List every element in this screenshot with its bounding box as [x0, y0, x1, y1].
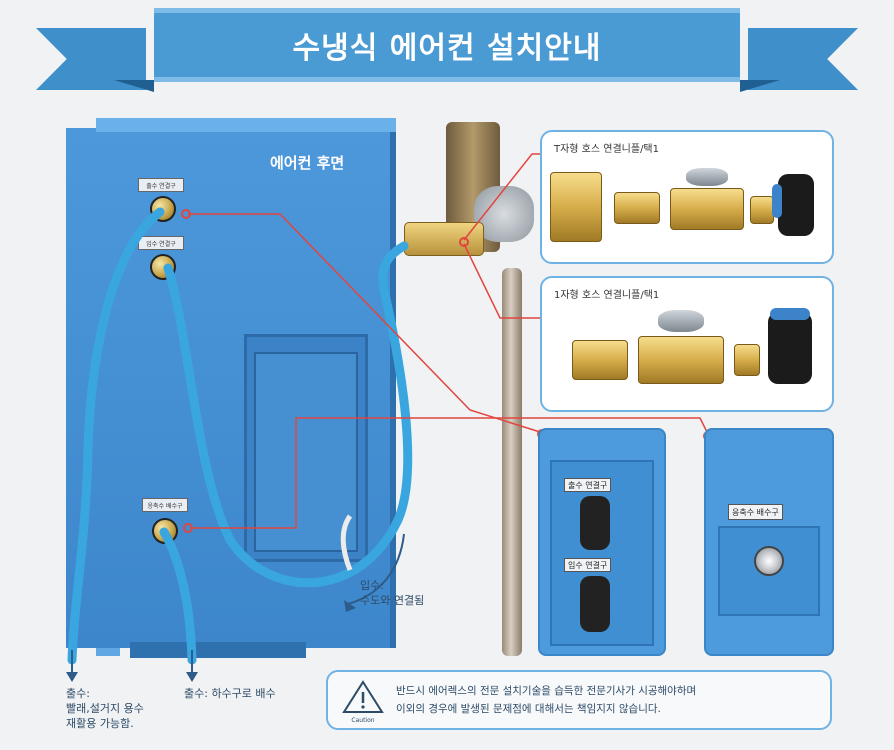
left-outlet-title: 출수: [66, 687, 90, 700]
leader-outlet-port [188, 213, 541, 433]
drain-outlet-caption: 출수: 하수구로 배수 [184, 687, 276, 700]
leader-dot-outlet [181, 209, 191, 219]
inlet-caption-body: 수도와 연결됨 [360, 594, 425, 607]
threaded-adapter-icon [750, 196, 774, 224]
outlet-elbow-icon [580, 496, 610, 550]
left-outlet-body-1: 빨래,설거지 용수 [66, 702, 144, 715]
hex-nipple-icon [614, 192, 660, 224]
page-title: 수냉식 에어컨 설치안내 [292, 31, 602, 66]
drain-outlet-arrowhead [186, 672, 198, 682]
t-hose-nipple-label: T자형 호스 연결니플/택1 [554, 144, 659, 155]
push-fit-collar-icon-2 [770, 308, 810, 320]
caution-icon-label: Caution [351, 717, 374, 724]
t-fitting-icon [550, 172, 602, 242]
outlet-port-plate: 출수 연결구 [138, 178, 184, 192]
inlet-arrowhead [344, 600, 356, 612]
leader-condensate-port [190, 417, 709, 529]
caution-text: 반드시 에어렉스의 전문 설치기술을 습득한 전문기사가 시공해야하며 이외의 … [396, 682, 816, 718]
left-outlet-body-2: 재활용 가능함. [66, 717, 134, 730]
braided-supply-hose [502, 268, 522, 656]
inlet-hose-loop [163, 241, 413, 588]
condensate-drain-card: 응축수 배수구 [704, 428, 834, 656]
connector-closeup-card: 출수 연결구 입수 연결구 [538, 428, 666, 656]
ball-valve-icon [670, 188, 744, 230]
leader-t-hose [463, 153, 544, 241]
condensate-drain-tag: 응축수 배수구 [728, 504, 783, 520]
caution-icon: Caution [340, 678, 386, 724]
caution-line-1: 반드시 에어렉스의 전문 설치기술을 습득한 전문기사가 시공해야하며 [396, 685, 697, 697]
outlet-connector-tag: 출수 연결구 [564, 478, 612, 492]
access-panel-inner [254, 352, 358, 552]
t-hose-nipple-card: T자형 호스 연결니플/택1 [540, 130, 834, 264]
rear-view-label: 에어컨 후면 [270, 154, 345, 172]
drain-outlet-icon [754, 546, 784, 576]
inlet-connector-tag: 입수 연결구 [564, 558, 612, 572]
inlet-elbow-icon [580, 576, 610, 632]
threaded-adapter-icon-2 [734, 344, 760, 376]
valve-wing-handle-icon-2 [658, 310, 704, 332]
condensate-port-plate: 응축수 배수구 [142, 498, 188, 512]
brass-ball-valve [404, 222, 484, 256]
hex-nipple-icon-2 [572, 340, 628, 380]
outlet-hose-drain [159, 527, 197, 665]
inlet-port-plate: 입수 연결구 [138, 236, 184, 250]
inlet-caption: 입수: 수도와 연결됨 [360, 578, 424, 608]
leader-straight-hose [463, 243, 544, 319]
leader-dot-valve [459, 237, 469, 247]
outlet-hose-left [67, 207, 165, 665]
inlet-flow-arrow [347, 533, 405, 605]
valve-wing-handle-icon [686, 168, 728, 186]
left-outlet-arrowhead [66, 672, 78, 682]
condensate-tube [340, 514, 353, 571]
left-outlet-caption: 출수: 빨래,설거지 용수 재활용 가능함. [66, 686, 144, 731]
title-banner: 수냉식 에어컨 설치안내 [36, 8, 858, 100]
straight-hose-nipple-label: 1자형 호스 연결니플/택1 [554, 290, 660, 301]
push-fit-elbow-icon [778, 174, 814, 236]
unit-base [130, 642, 306, 658]
unit-top-edge [96, 118, 396, 132]
caution-line-2: 이외의 경우에 발생된 문제점에 대해서는 책임지지 않습니다. [396, 703, 661, 715]
leader-dot-condensate [183, 523, 193, 533]
inlet-caption-title: 입수: [360, 579, 384, 592]
straight-hose-nipple-card: 1자형 호스 연결니플/택1 [540, 276, 834, 412]
push-fit-elbow-icon-2 [768, 312, 812, 384]
banner-body: 수냉식 에어컨 설치안내 [154, 8, 740, 82]
caution-notice: Caution 반드시 에어렉스의 전문 설치기술을 습득한 전문기사가 시공해… [326, 670, 832, 730]
push-fit-collar-icon [772, 184, 782, 218]
ball-valve-icon-2 [638, 336, 724, 384]
